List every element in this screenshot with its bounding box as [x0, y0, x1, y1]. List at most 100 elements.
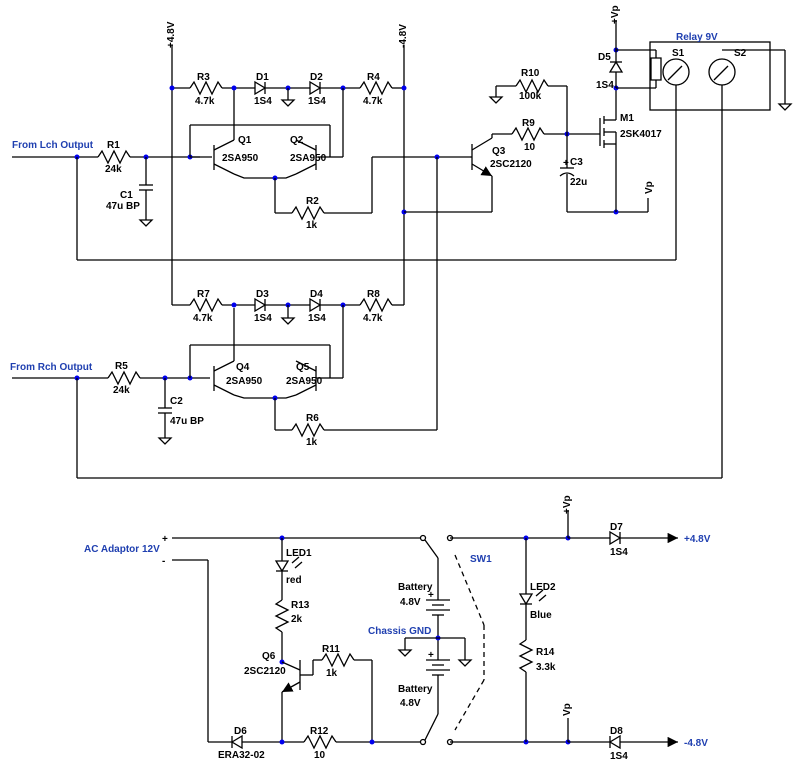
resistor-r1: R1 24k — [97, 140, 131, 175]
svg-text:AC Adaptor 12V: AC Adaptor 12V — [84, 544, 160, 555]
svg-text:2SC2120: 2SC2120 — [490, 159, 532, 170]
svg-text:2SC2120: 2SC2120 — [244, 666, 286, 677]
resistor-r8: R8 4.7k — [359, 289, 393, 324]
svg-text:S2: S2 — [734, 48, 747, 59]
svg-text:1S4: 1S4 — [610, 547, 628, 558]
svg-text:2k: 2k — [291, 614, 303, 625]
resistor-r14: R14 3.3k — [518, 639, 556, 742]
mosfet-m1: M1 2SK4017 — [599, 88, 662, 212]
svg-text:R14: R14 — [536, 647, 555, 658]
resistor-r2: R2 1k — [291, 196, 325, 231]
svg-text:22u: 22u — [570, 177, 587, 188]
resistor-r4: R4 4.7k — [359, 72, 393, 107]
label-vp-top: +Vp — [562, 495, 573, 514]
led2: LED2 Blue — [518, 538, 556, 640]
resistor-r3: R3 4.7k — [189, 72, 223, 107]
svg-text:1S4: 1S4 — [596, 80, 614, 91]
svg-text:D8: D8 — [610, 726, 623, 737]
transistor-q3: Q3 2SC2120 — [470, 133, 532, 180]
svg-text:R5: R5 — [115, 361, 128, 372]
svg-text:4.7k: 4.7k — [193, 313, 213, 324]
svg-text:R2: R2 — [306, 196, 319, 207]
svg-text:-: - — [162, 556, 165, 567]
lch-input: From Lch Output — [12, 140, 676, 261]
label-vp-bottom: Vp — [562, 703, 573, 716]
svg-text:R12: R12 — [310, 726, 329, 737]
diode-d8: D8 1S4 — [608, 726, 628, 762]
svg-text:Q6: Q6 — [262, 651, 276, 662]
svg-text:C3: C3 — [570, 157, 583, 168]
svg-text:2SA950: 2SA950 — [290, 153, 327, 164]
transistor-q6: Q6 2SC2120 — [244, 651, 301, 742]
svg-text:+: + — [428, 650, 434, 661]
capacitor-c1: C1 47u BP — [106, 157, 154, 227]
battery-1: + Battery 4.8V — [398, 582, 450, 616]
rail-neg48: -4.8V — [398, 24, 409, 305]
resistor-r9: R9 10 — [511, 118, 545, 153]
svg-text:R9: R9 — [522, 118, 535, 129]
svg-text:D3: D3 — [256, 289, 269, 300]
label-vp-m1: Vp — [644, 181, 655, 194]
svg-text:Battery: Battery — [398, 684, 433, 695]
svg-text:SW1: SW1 — [470, 554, 492, 565]
lch-input-label: From Lch Output — [12, 140, 94, 151]
svg-text:1k: 1k — [306, 437, 318, 448]
diode-d6: D6 ERA32-02 — [218, 726, 265, 761]
svg-text:1k: 1k — [326, 668, 338, 679]
resistor-r12: R12 10 — [303, 726, 337, 761]
label-pos48: +4.8V — [166, 21, 177, 48]
capacitor-c2: C2 47u BP — [157, 378, 204, 445]
transistor-q2: Q2 2SA950 — [290, 135, 330, 175]
svg-text:S1: S1 — [672, 48, 685, 59]
svg-text:D4: D4 — [310, 289, 323, 300]
resistor-r11: R11 1k — [321, 644, 355, 679]
svg-text:4.8V: 4.8V — [400, 698, 421, 709]
rail-pos48: +4.8V — [166, 21, 177, 305]
svg-text:R3: R3 — [197, 72, 210, 83]
capacitor-c3: + C3 22u — [559, 134, 587, 212]
svg-text:24k: 24k — [113, 385, 130, 396]
diode-d3: D3 1S4 — [254, 289, 272, 324]
transistor-q5: Q5 2SA950 — [286, 360, 323, 396]
svg-text:Q5: Q5 — [296, 362, 310, 373]
svg-text:1S4: 1S4 — [254, 96, 272, 107]
svg-text:1S4: 1S4 — [610, 751, 628, 762]
svg-text:10: 10 — [524, 142, 536, 153]
transistor-q4: Q4 2SA950 — [213, 308, 263, 396]
svg-text:D1: D1 — [256, 72, 269, 83]
svg-text:2SA950: 2SA950 — [222, 153, 259, 164]
svg-text:LED2: LED2 — [530, 582, 556, 593]
svg-text:R1: R1 — [107, 140, 120, 151]
battery-2: + Battery 4.8V — [398, 650, 450, 709]
svg-text:1S4: 1S4 — [308, 96, 326, 107]
label-vp-pos: +Vp — [610, 5, 621, 24]
svg-text:3.3k: 3.3k — [536, 662, 556, 673]
switch-sw1: SW1 — [419, 534, 492, 746]
svg-text:Relay 9V: Relay 9V — [676, 32, 718, 43]
svg-text:Q4: Q4 — [236, 362, 250, 373]
svg-text:R6: R6 — [306, 413, 319, 424]
resistor-r10: R10 100k — [515, 68, 549, 102]
svg-text:4.7k: 4.7k — [195, 96, 215, 107]
resistor-r7: R7 4.7k — [189, 289, 223, 324]
svg-text:R4: R4 — [367, 72, 380, 83]
svg-text:1S4: 1S4 — [308, 313, 326, 324]
svg-text:C1: C1 — [120, 190, 133, 201]
svg-text:D6: D6 — [234, 726, 247, 737]
ac-adaptor: AC Adaptor 12V + - — [84, 534, 420, 743]
svg-text:D5: D5 — [598, 52, 611, 63]
svg-text:R8: R8 — [367, 289, 380, 300]
svg-text:R7: R7 — [197, 289, 210, 300]
svg-text:red: red — [286, 575, 302, 586]
out-pos-label: +4.8V — [684, 534, 711, 545]
svg-text:LED1: LED1 — [286, 548, 312, 559]
svg-text:4.7k: 4.7k — [363, 313, 383, 324]
out-neg-label: -4.8V — [684, 738, 708, 749]
svg-text:M1: M1 — [620, 113, 634, 124]
rch-input: From Rch Output — [10, 362, 722, 479]
svg-text:R11: R11 — [322, 644, 340, 655]
svg-text:47u BP: 47u BP — [106, 201, 140, 212]
svg-text:+: + — [162, 534, 168, 545]
svg-text:2SK4017: 2SK4017 — [620, 129, 662, 140]
